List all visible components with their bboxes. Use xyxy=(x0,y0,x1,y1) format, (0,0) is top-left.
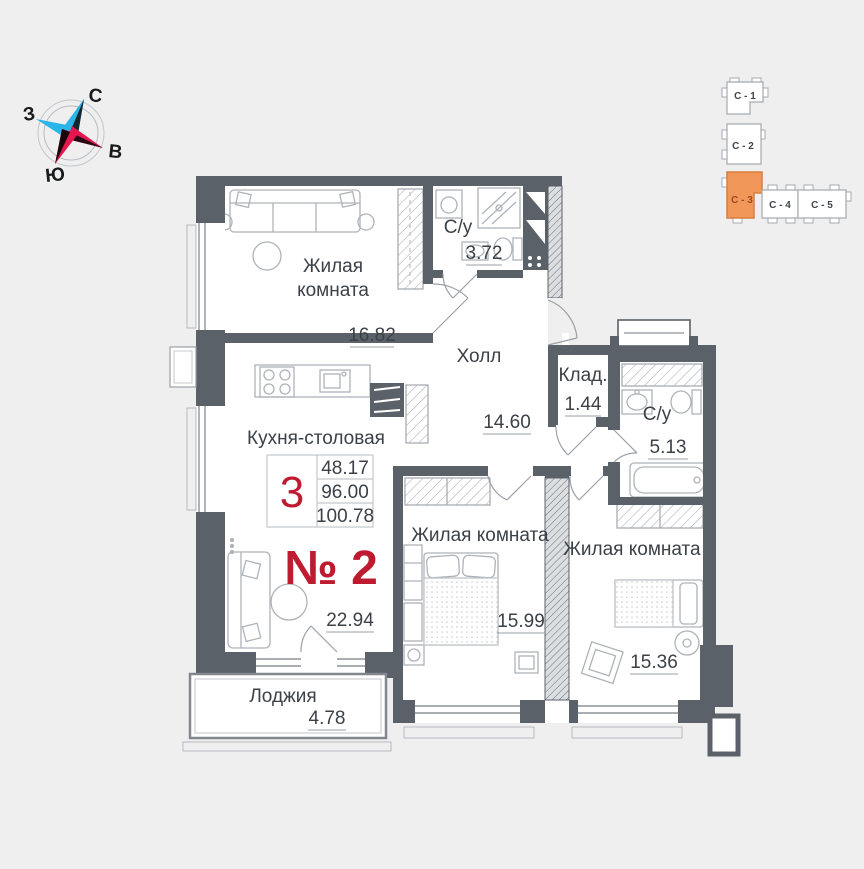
section-s4-label: С - 4 xyxy=(769,200,791,211)
doors xyxy=(300,273,638,653)
shelf-unit xyxy=(403,544,423,601)
living1-area: 16.82 xyxy=(348,325,396,346)
loggia-label: Лоджия xyxy=(249,686,316,707)
compass-label-north: С xyxy=(87,85,103,107)
bedroom1-label: Жилая комната xyxy=(411,525,549,546)
section-s1-shape xyxy=(726,81,764,115)
fridge-block xyxy=(370,383,404,417)
armchair xyxy=(580,641,624,685)
sink xyxy=(461,241,489,261)
section-s3-label: С - 3 xyxy=(731,195,753,206)
balcony-door xyxy=(300,625,338,653)
hatched-shaft-wall xyxy=(544,477,570,701)
room-labels: Жилая комната 16.82 С/у 3.72 Холл 14.60 … xyxy=(247,217,701,731)
shelf xyxy=(405,384,429,444)
kitchen-label: Кухня-столовая xyxy=(247,428,385,449)
compass-east-arm xyxy=(67,126,103,148)
plant-stand xyxy=(403,644,425,666)
section-s2-shape xyxy=(726,123,762,165)
rooms-count: 3 xyxy=(280,468,304,517)
loggia-structure xyxy=(182,672,392,752)
compass-rose: С З В Ю xyxy=(22,85,124,187)
window-ledge xyxy=(186,407,197,511)
living1-label-line1: Жилая xyxy=(303,256,363,277)
side-table xyxy=(357,213,375,231)
window-ledge xyxy=(403,726,535,739)
nightstand xyxy=(514,651,539,674)
window-ledge xyxy=(186,224,197,329)
living1-label-line2: комната xyxy=(297,280,369,301)
loggia-area: 4.78 xyxy=(309,708,346,729)
bedroom2-label: Жилая комната xyxy=(563,539,701,560)
pillow xyxy=(679,582,698,625)
toilet-tank xyxy=(691,389,702,415)
section-s1-label: С - 1 xyxy=(734,91,756,102)
apartment-info-table: 3 48.17 96.00 100.78 xyxy=(266,454,374,528)
area-main-value: 96.00 xyxy=(321,482,369,503)
bedroom1-area: 15.99 xyxy=(497,611,545,632)
toilet-tank xyxy=(512,237,523,261)
kitchen-counter xyxy=(254,364,371,398)
apartment-number: № 2 xyxy=(284,542,378,595)
hall-label: Холл xyxy=(457,346,502,367)
living-room-door xyxy=(432,283,469,334)
bedroom2-door xyxy=(569,475,604,501)
area-total-value: 100.78 xyxy=(316,506,374,527)
section-s2-label: С - 2 xyxy=(732,141,754,152)
bathroom2-label: С/у xyxy=(643,404,672,425)
toilet xyxy=(670,390,692,414)
compass-label-east: В xyxy=(107,141,123,163)
corner-column xyxy=(707,713,741,757)
kitchen-area: 22.94 xyxy=(326,610,374,631)
bedroom2-area: 15.36 xyxy=(630,652,678,673)
hall-area: 14.60 xyxy=(483,412,531,433)
section-s3-shape-highlighted xyxy=(726,171,763,219)
sofa xyxy=(229,189,361,233)
compass-label-south: Ю xyxy=(44,164,66,187)
shelf xyxy=(621,363,703,387)
storage-label: Клад. xyxy=(558,365,607,386)
shower xyxy=(477,187,521,229)
floor-lamp xyxy=(674,630,700,656)
section-s5-label: С - 5 xyxy=(811,200,833,211)
kitchen-sink xyxy=(319,369,351,393)
building-section-map: С - 1 С - 2 С - 3 С - 4 С - 5 xyxy=(721,77,852,224)
loggia-outer-ledge xyxy=(182,741,392,752)
entrance-door xyxy=(547,299,578,346)
storage-area: 1.44 xyxy=(565,394,602,415)
washing-machine xyxy=(435,189,463,219)
furniture-layer xyxy=(215,187,709,685)
toilet xyxy=(493,237,513,261)
section-s5-shape xyxy=(797,189,847,219)
bathroom1-door xyxy=(442,273,478,299)
bathroom1-label: С/у xyxy=(444,217,473,238)
bathroom1-area: 3.72 xyxy=(466,243,503,264)
coffee-table xyxy=(252,241,282,271)
bedroom1-door xyxy=(487,475,532,501)
closet-details xyxy=(526,192,545,267)
compass-label-west: З xyxy=(22,103,37,125)
apartment-floor xyxy=(196,176,716,723)
window-ledge xyxy=(571,726,683,739)
kitchen-sofa xyxy=(227,551,271,649)
stove xyxy=(259,366,295,398)
area-living-value: 48.17 xyxy=(321,458,369,479)
hatched-wall xyxy=(547,185,563,299)
walls xyxy=(196,176,733,723)
dining-table xyxy=(270,583,308,621)
bathroom2-door xyxy=(613,429,638,463)
section-s4-shape xyxy=(761,189,799,219)
bathroom2-area: 5.13 xyxy=(650,437,687,458)
storage-door xyxy=(555,426,597,456)
